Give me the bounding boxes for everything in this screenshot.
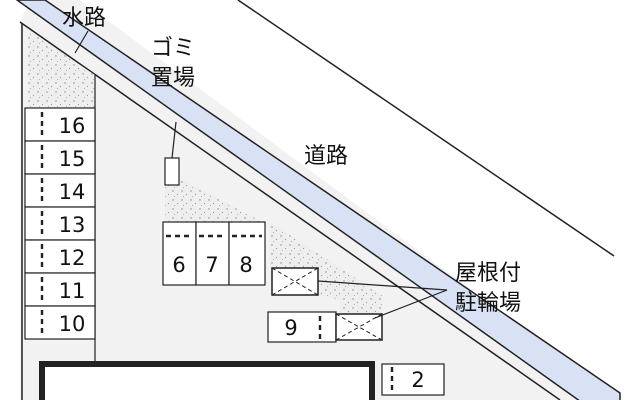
- garbage-bin: [164, 157, 180, 186]
- parking-space: [195, 221, 230, 286]
- label-road: 道路: [304, 144, 348, 169]
- gravel-area-diagonal: [165, 170, 382, 340]
- label-bicycle-parking: 駐輪場: [455, 291, 521, 316]
- bicycle-shelter: [271, 267, 383, 341]
- parking-number: 6: [172, 253, 185, 277]
- label-bicycle-parking: 屋根付: [455, 261, 521, 286]
- bicycle-leader-line: [317, 280, 448, 291]
- road-edge-line: [237, 0, 615, 257]
- parking-9-group: 9: [267, 311, 337, 343]
- parking-space: [24, 206, 96, 241]
- parking-number: 13: [59, 213, 86, 237]
- parking-2-group: 2: [381, 363, 445, 396]
- parking-number: 15: [59, 147, 86, 171]
- waterway-band: [15, 0, 621, 400]
- bicycle-leader-line: [374, 289, 448, 319]
- lot-boundary-line: [19, 21, 561, 400]
- parking-number: 11: [59, 279, 86, 303]
- label-garbage: ゴミ: [151, 36, 195, 61]
- parking-number: 14: [59, 180, 86, 204]
- parking-space: [267, 311, 337, 343]
- garbage-bin-leader: [171, 121, 177, 159]
- parking-left-group: 16 15 14 13 12 11 10: [24, 107, 96, 340]
- parking-space: [24, 272, 96, 307]
- parking-number: 12: [59, 246, 86, 270]
- parking-space: [228, 221, 266, 286]
- label-garbage: 置場: [151, 66, 195, 91]
- parking-number: 9: [284, 316, 297, 340]
- parking-number: 10: [59, 312, 86, 336]
- building-outline: [39, 361, 375, 400]
- waterway-leader: [74, 30, 89, 54]
- label-waterway: 水路: [62, 6, 106, 31]
- parking-number: 16: [59, 114, 86, 138]
- parking-number: 2: [411, 368, 424, 392]
- parking-number: 8: [239, 253, 252, 277]
- gravel-area-left: [28, 30, 95, 108]
- parking-space: [24, 305, 96, 340]
- parking-number: 7: [205, 253, 218, 277]
- parking-space: [24, 140, 96, 175]
- parking-middle-group: 6 7 8: [162, 221, 266, 286]
